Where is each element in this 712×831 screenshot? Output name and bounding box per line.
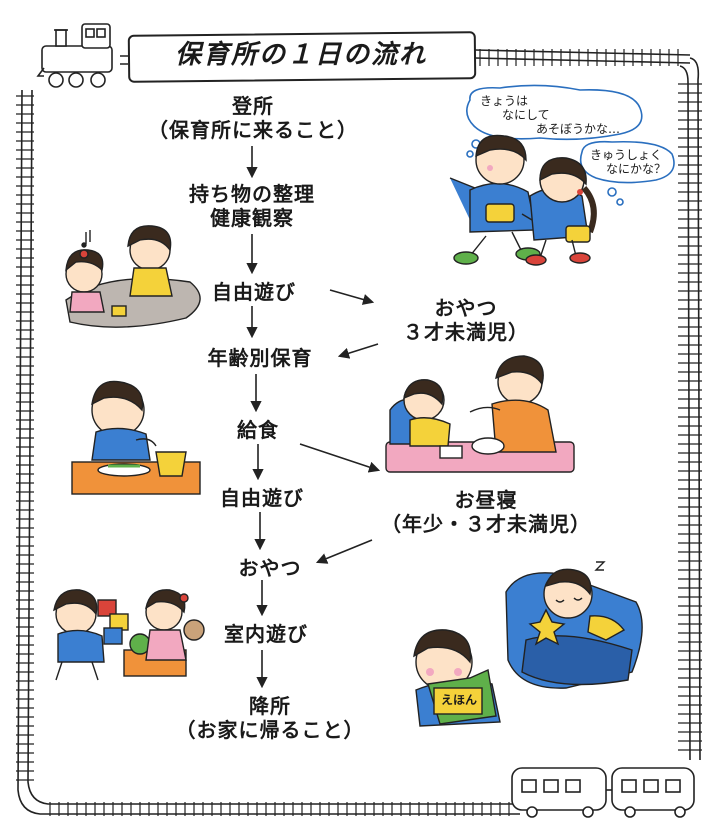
step-free-play-1: 自由遊び — [196, 280, 312, 304]
arrow-nap-to-snack — [315, 539, 373, 564]
step-snack-under3: おやつ ３才未満児） — [380, 296, 552, 344]
step-nap: お昼寝 （年少・３才未満児） — [370, 488, 602, 536]
toy-children-illustration — [53, 589, 205, 681]
thought-bubble-1 — [466, 84, 643, 158]
reading-child-illustration — [413, 629, 501, 727]
railway-sleepers — [16, 49, 702, 816]
step-indoor-play: 室内遊び — [206, 622, 326, 646]
step-belongings: 持ち物の整理 健康観察 — [150, 182, 354, 230]
step-free-play-2-label: 自由遊び — [220, 486, 304, 510]
arrow-freeplay-to-snack-under3 — [329, 289, 375, 305]
step-free-play-1-label: 自由遊び — [212, 280, 296, 304]
step-free-play-2: 自由遊び — [208, 486, 316, 510]
sleeping-baby-illustration — [505, 561, 643, 689]
feeding-baby-illustration — [385, 355, 575, 473]
step-age-group-care: 年齢別保育 — [190, 346, 330, 370]
step-departure-label: 降所 — [249, 694, 291, 718]
thought-bubble-1-text: きょうは なにして あそぼうかな… — [478, 94, 638, 136]
step-departure: 降所 （お家に帰ること） — [160, 694, 380, 742]
step-indoor-play-label: 室内遊び — [224, 622, 308, 646]
step-belongings-label: 持ち物の整理 — [189, 182, 315, 206]
picture-book-label: えほん — [440, 693, 477, 707]
bubble-2-line-1: きゅうしょく — [590, 148, 663, 162]
bubble-2-line-2: なにかな？ — [606, 162, 667, 176]
flow-arrows — [246, 146, 381, 689]
step-nap-note: （年少・３才未満児） — [381, 512, 591, 536]
arrow-snack-under3-to-agecare — [337, 343, 379, 359]
bubble-1-line-1: きょうは — [480, 94, 529, 108]
step-lunch: 給食 — [220, 418, 296, 442]
step-snack: おやつ — [222, 556, 318, 580]
step-departure-note: （お家に帰ること） — [175, 718, 365, 742]
walking-children-illustration — [449, 134, 597, 266]
thought-bubble-2 — [579, 140, 675, 206]
diagram-title: 保育所の１日の流れ — [174, 40, 427, 70]
step-nap-label: お昼寝 — [454, 488, 518, 512]
railway-frame — [17, 49, 701, 815]
eating-child-illustration — [71, 380, 201, 495]
step-lunch-label: 給食 — [237, 418, 279, 442]
thought-bubble-2-text: きゅうしょく なにかな？ — [590, 148, 676, 176]
sandbox-children-illustration — [65, 225, 201, 328]
step-arrival-label: 登所 — [232, 94, 274, 118]
arrow-lunch-to-nap — [299, 443, 381, 473]
locomotive-icon — [36, 23, 113, 88]
bubble-1-line-3: あそぼうかな… — [536, 122, 621, 136]
step-snack-label: おやつ — [238, 556, 302, 580]
train-cars-icon — [511, 767, 695, 818]
step-belongings-note: 健康観察 — [210, 206, 294, 230]
step-snack-under3-note: ３才未満児） — [403, 320, 529, 344]
step-arrival: 登所 （保育所に来ること） — [140, 94, 366, 142]
bubble-1-line-2: なにして — [502, 108, 550, 122]
step-snack-under3-label: おやつ — [434, 296, 498, 320]
step-age-group-care-label: 年齢別保育 — [207, 346, 313, 370]
step-arrival-note: （保育所に来ること） — [148, 118, 358, 142]
